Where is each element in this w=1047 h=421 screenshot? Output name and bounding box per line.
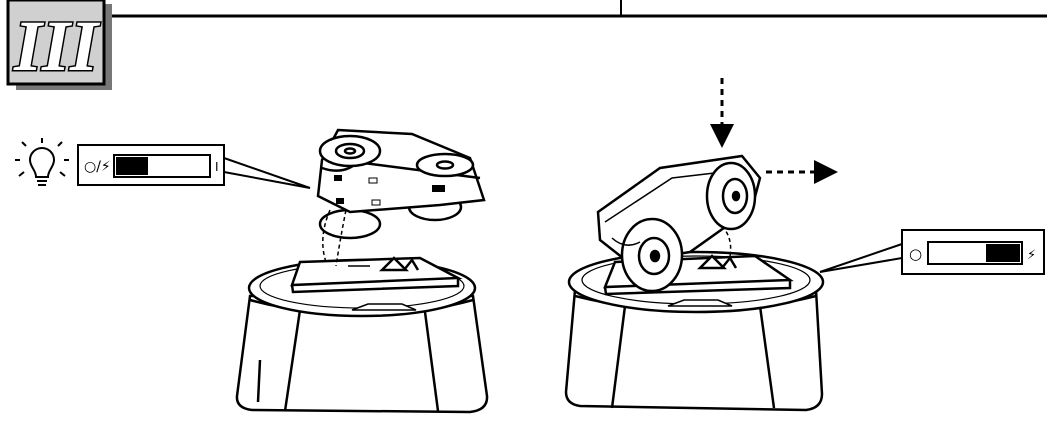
right-switch-on-symbol: ⚡ [1027,248,1036,263]
left-switch-knob [116,157,148,175]
left-robot-mower [318,130,484,238]
right-switch-knob [986,244,1020,262]
light-bulb-icon [15,138,69,185]
header-rule [112,0,1047,16]
left-switch-off-symbol: ○/⚡ [84,159,111,175]
step-badge: III [8,0,112,90]
right-switch-panel: ○ ⚡ [820,230,1044,274]
right-charging-base [566,252,823,410]
right-switch-off-symbol: ○ [909,245,922,263]
left-charging-base [237,258,487,412]
left-switch-on-symbol: I [215,160,219,174]
step-numeral: III [13,6,101,86]
left-switch-panel: ○/⚡ I [78,145,310,188]
